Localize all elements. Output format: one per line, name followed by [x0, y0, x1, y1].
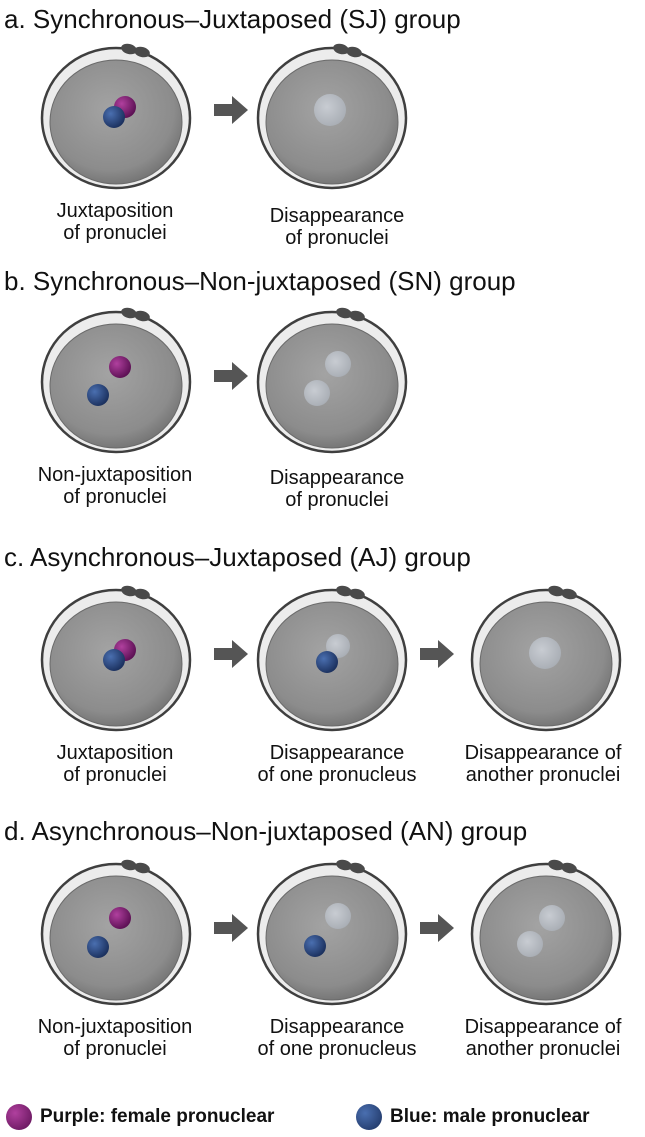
cell-a2: [252, 40, 442, 190]
faded-pronucleus: [326, 634, 350, 658]
faded-pronucleus: [304, 380, 330, 406]
polar-body: [548, 585, 564, 597]
faded-pronucleus: [325, 903, 351, 929]
polar-body: [121, 43, 137, 55]
cell-b2: [252, 304, 442, 454]
polar-body: [121, 859, 137, 871]
polar-body: [336, 859, 352, 871]
caption-d3: Disappearance of another pronuclei: [464, 1016, 622, 1060]
polar-body: [346, 46, 362, 58]
arrow-icon: [214, 96, 248, 124]
faded-pronucleus: [314, 94, 346, 126]
oocyte-b2: [256, 307, 408, 454]
male-pronucleus: [103, 106, 125, 128]
male-pronucleus: [87, 384, 109, 406]
caption-d2: Disappearance of one pronucleus: [257, 1016, 417, 1060]
oocyte-a2: [256, 43, 408, 190]
cell-d1: [36, 856, 226, 1006]
polar-body: [561, 588, 577, 600]
caption-c3: Disappearance of another pronuclei: [464, 742, 622, 786]
polar-body: [336, 585, 352, 597]
legend: Purple: female pronuclear Blue: male pro…: [0, 1100, 645, 1134]
faded-pronucleus: [539, 905, 565, 931]
cell-a1: [36, 40, 226, 190]
section-b-title: b. Synchronous–Non-juxtaposed (SN) group: [4, 266, 516, 296]
polar-body: [349, 310, 365, 322]
polar-body: [134, 862, 150, 874]
legend-item-male: Blue: male pronuclear: [356, 1100, 590, 1134]
oocyte-c3: [470, 585, 622, 732]
caption-c2: Disappearance of one pronucleus: [257, 742, 417, 786]
polar-body: [548, 859, 564, 871]
polar-body: [121, 585, 137, 597]
caption-a1: Juxtaposition of pronuclei: [56, 200, 174, 244]
arrow-icon: [420, 640, 454, 668]
faded-pronucleus: [529, 637, 561, 669]
faded-pronucleus: [325, 351, 351, 377]
polar-body: [349, 588, 365, 600]
male-pronucleus: [316, 651, 338, 673]
section-a-title: a. Synchronous–Juxtaposed (SJ) group: [4, 4, 461, 34]
section-c: c. Asynchronous–Juxtaposed (AJ) group: [0, 542, 645, 802]
cell-b1: [36, 304, 226, 454]
caption-b1: Non-juxtaposition of pronuclei: [37, 464, 193, 508]
cell-c1: [36, 582, 226, 732]
caption-b2: Disappearance of pronuclei: [269, 467, 405, 511]
faded-pronucleus: [517, 931, 543, 957]
male-pronucleus: [87, 936, 109, 958]
caption-a2: Disappearance of pronuclei: [269, 205, 405, 249]
oocyte-d2: [256, 859, 408, 1006]
section-d: d. Asynchronous–Non-juxtaposed (AN) grou…: [0, 816, 645, 1076]
oocyte-d3: [470, 859, 622, 1006]
polar-body: [134, 588, 150, 600]
arrow-icon: [214, 640, 248, 668]
polar-body: [349, 862, 365, 874]
cell-d2: [252, 856, 442, 1006]
polar-body: [134, 310, 150, 322]
arrow-icon: [214, 362, 248, 390]
polar-body: [333, 43, 349, 55]
legend-label-male: Blue: male pronuclear: [390, 1106, 590, 1127]
purple-circle-icon: [6, 1104, 32, 1130]
male-pronucleus: [103, 649, 125, 671]
section-d-title: d. Asynchronous–Non-juxtaposed (AN) grou…: [4, 816, 528, 846]
oocyte-c1: [40, 585, 192, 732]
oocyte-d1: [40, 859, 192, 1006]
arrow-icon: [214, 914, 248, 942]
polar-body: [134, 46, 150, 58]
oocyte-a1: [40, 43, 192, 190]
section-a: a. Synchronous–Juxtaposed (SJ) group Jux…: [0, 0, 645, 250]
legend-label-female: Purple: female pronuclear: [40, 1106, 275, 1127]
blue-circle-icon: [356, 1104, 382, 1130]
polar-body: [561, 862, 577, 874]
male-pronucleus: [304, 935, 326, 957]
cell-d3: [466, 856, 645, 1006]
arrow-icon: [420, 914, 454, 942]
female-pronucleus: [109, 356, 131, 378]
section-c-title: c. Asynchronous–Juxtaposed (AJ) group: [4, 542, 471, 572]
section-b: b. Synchronous–Non-juxtaposed (SN) group…: [0, 266, 645, 516]
oocyte-b1: [40, 307, 192, 454]
female-pronucleus: [109, 907, 131, 929]
caption-d1: Non-juxtaposition of pronuclei: [37, 1016, 193, 1060]
polar-body: [336, 307, 352, 319]
oocyte-c2: [256, 585, 408, 732]
cell-c3: [466, 582, 645, 732]
cell-c2: [252, 582, 442, 732]
caption-c1: Juxtaposition of pronuclei: [56, 742, 174, 786]
legend-item-female: Purple: female pronuclear: [6, 1100, 274, 1134]
polar-body: [121, 307, 137, 319]
